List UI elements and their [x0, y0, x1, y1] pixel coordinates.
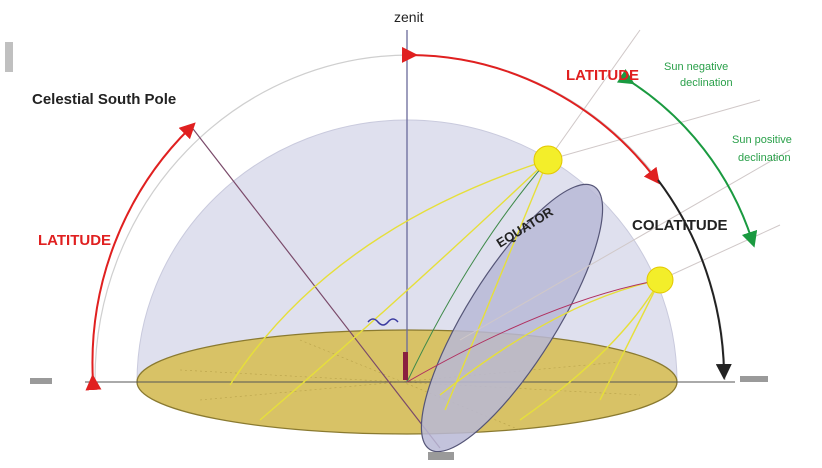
sun-high	[533, 145, 563, 175]
latitude-left-label: LATITUDE	[38, 232, 111, 249]
latitude-left-arrow	[85, 122, 196, 391]
north-tag	[5, 42, 13, 72]
south-tag	[428, 452, 454, 460]
sun-positive-label-1: Sun positive	[732, 134, 792, 146]
observer-marker	[367, 318, 399, 326]
sun-positive-label-2: declination	[738, 152, 791, 164]
latitude-top-label: LATITUDE	[566, 67, 639, 84]
observer-post	[403, 352, 408, 380]
declination-arrow	[616, 68, 758, 248]
colatitude-label: COLATITUDE	[632, 217, 728, 234]
west-tag	[30, 378, 52, 384]
east-tag	[740, 376, 768, 382]
zenith-label: zenit	[394, 9, 424, 25]
celestial-south-pole-label: Celestial South Pole	[32, 91, 176, 108]
sun-negative-label-1: Sun negative	[664, 61, 728, 73]
equator-plane	[420, 183, 604, 453]
sun-negative-label-2: declination	[680, 77, 733, 89]
sun-low	[646, 266, 674, 294]
